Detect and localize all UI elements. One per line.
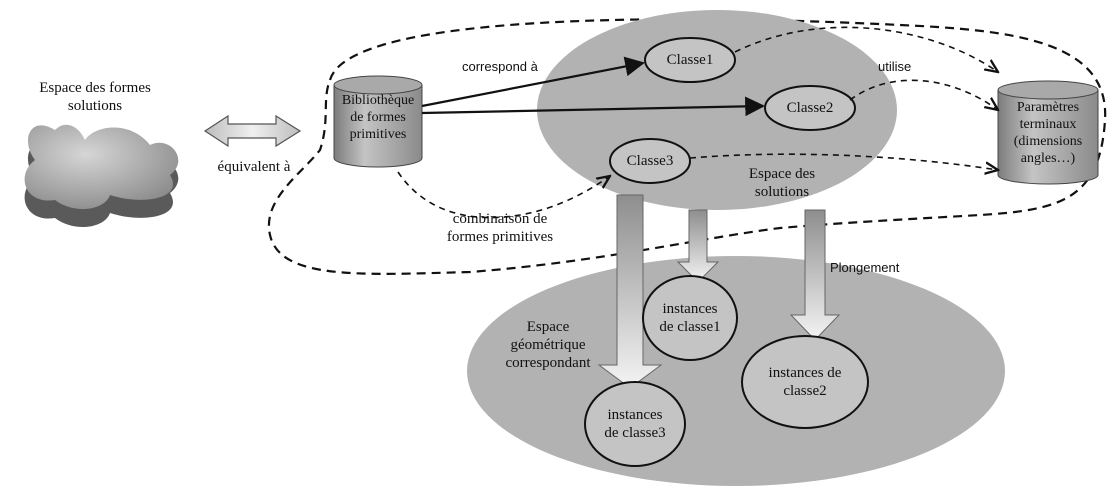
bibliotheque-line3: primitives (349, 127, 407, 142)
parametres-label: Paramètres terminaux (dimensions angles…… (996, 99, 1100, 167)
combinaison-label: combinaison de formes primitives (420, 210, 580, 246)
solution-shapes-line1: Espace des formes (39, 80, 151, 96)
plongement-arrows (597, 194, 841, 389)
espace-geometrique-label: Espace géométrique correspondant (490, 318, 606, 372)
parametres-line2: terminaux (1019, 117, 1077, 132)
classe3-ellipse (609, 138, 691, 184)
instances-classe1-label: instances de classe1 (643, 300, 737, 336)
parametres-line3: (dimensions (1013, 134, 1083, 149)
utilise-dashed-arrow-2 (849, 79, 998, 110)
instances-classe3-line1: instances (607, 407, 663, 423)
classe2-label: Classe2 (786, 100, 834, 116)
instances-classe1-ellipse (642, 275, 738, 361)
combinaison-dashed-arrow (397, 171, 610, 219)
parametres-line1: Paramètres (1016, 100, 1080, 115)
classe3-label: Classe3 (626, 153, 674, 169)
combinaison-line2: formes primitives (446, 229, 554, 245)
equivalent-label: équivalent à (217, 159, 291, 175)
instances-classe2-line2: classe2 (783, 383, 827, 399)
instances-classe3-line2: de classe3 (604, 425, 666, 441)
espace-solutions-line2: solutions (754, 184, 810, 200)
utilise-label: utilise (878, 59, 912, 74)
correspond-label: correspond à (462, 59, 538, 74)
espace-geometrique-line2: géométrique (510, 337, 586, 353)
instances-classe3-label: instances de classe3 (585, 406, 685, 442)
espace-solutions-line1: Espace des (748, 166, 816, 182)
instances-classe2-ellipse (741, 335, 869, 429)
parametres-cylinder (997, 80, 1099, 185)
instances-classe1-line1: instances (662, 301, 718, 317)
parametres-line4: angles…) (1020, 151, 1076, 166)
classe1-label: Classe1 (666, 52, 714, 68)
bibliotheque-line1: Bibliothèque (341, 93, 415, 108)
plongement-label: Plongement (830, 260, 900, 275)
classe2-ellipse (764, 85, 856, 131)
espace-geometrique-line3: correspondant (505, 355, 591, 371)
bibliotheque-line2: de formes (350, 110, 406, 125)
solution-shapes-line2: solutions (67, 98, 123, 114)
combinaison-line1: combinaison de (452, 211, 548, 227)
correspond-arrow-classe2 (421, 96, 765, 117)
dashed-boundary (267, 18, 1107, 275)
instances-classe1-line2: de classe1 (659, 319, 721, 335)
correspond-arrow-classe1 (421, 56, 645, 108)
instances-classe2-line1: instances de (768, 365, 842, 381)
classe1-ellipse (644, 37, 736, 83)
bibliotheque-label: Bibliothèque de formes primitives (334, 92, 422, 143)
espace-geometrique-line1: Espace (526, 319, 570, 335)
instances-classe3-ellipse (584, 381, 686, 467)
bibliotheque-cylinder (333, 75, 423, 168)
utilise-dashed-arrow-3 (689, 153, 998, 170)
espace-solutions-label: Espace des solutions (727, 165, 837, 201)
solution-shapes-3d-icon (24, 124, 179, 228)
solution-shapes-label: Espace des formes solutions (15, 79, 175, 115)
utilise-dashed-arrow-1 (734, 26, 998, 72)
instances-classe2-label: instances de classe2 (742, 364, 868, 400)
equivalent-double-arrow (203, 114, 302, 148)
